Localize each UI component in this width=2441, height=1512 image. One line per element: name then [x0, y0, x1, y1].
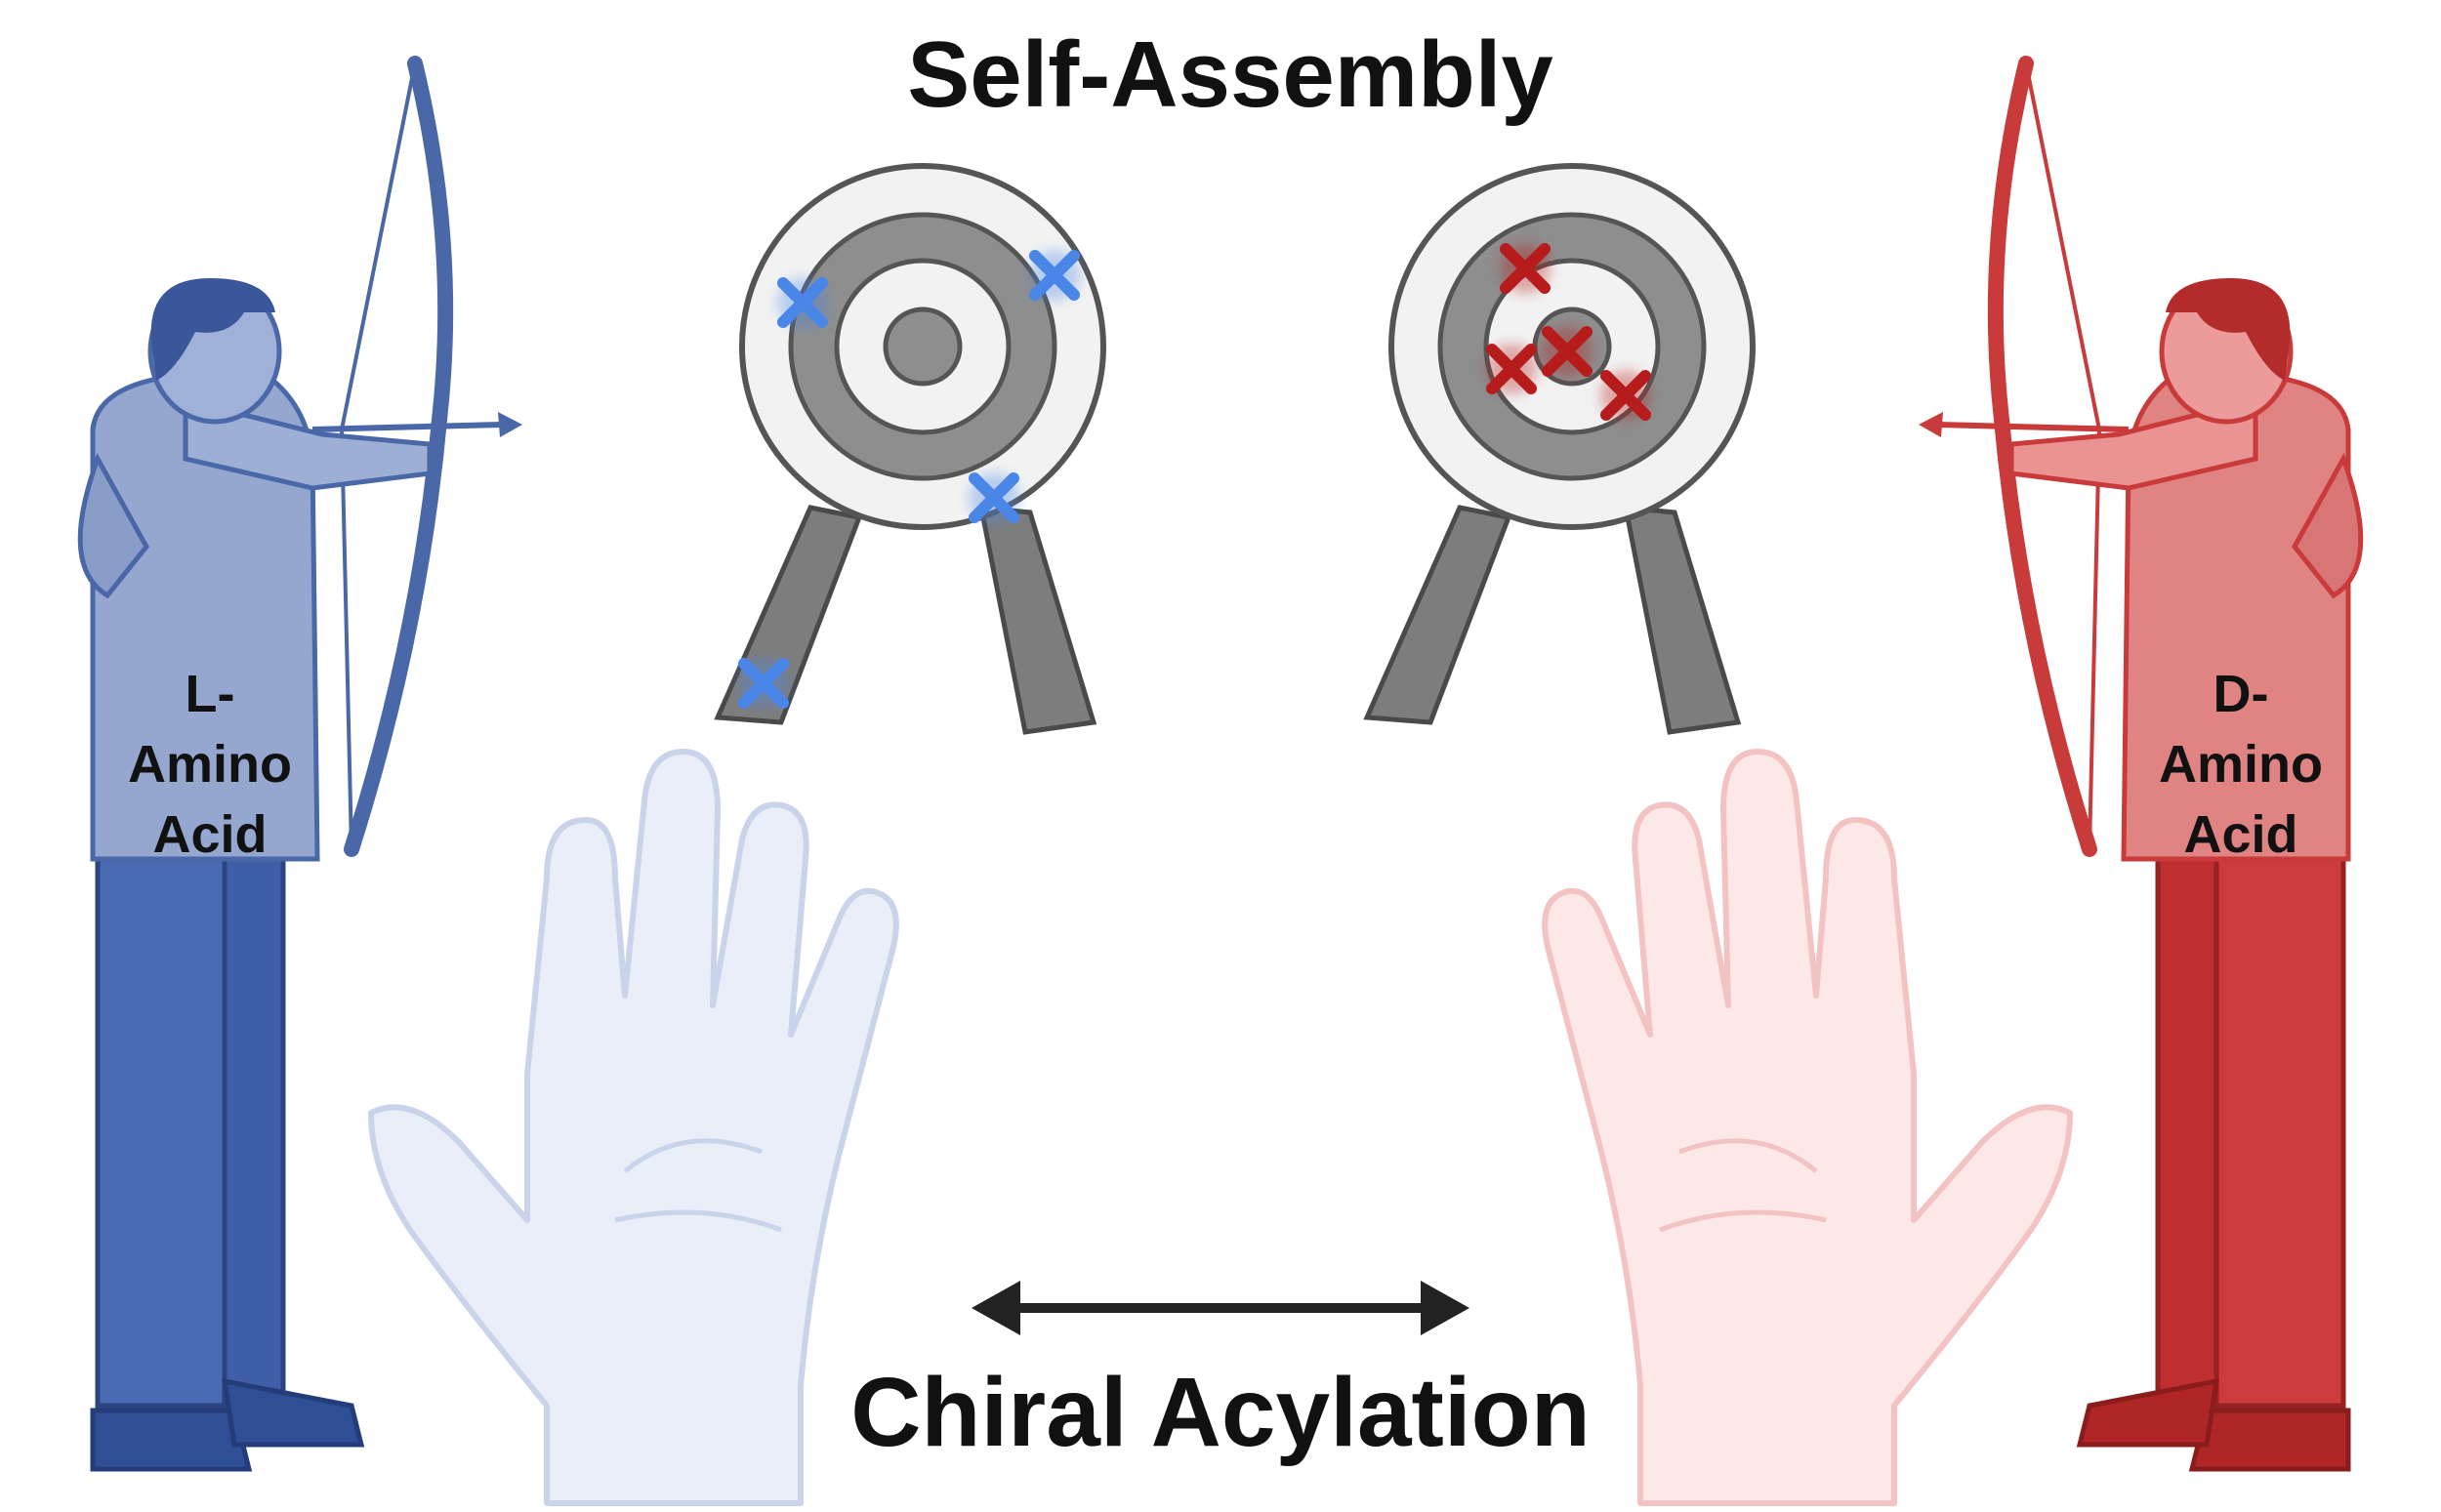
left-shoe-front — [90, 1408, 253, 1472]
left-arm-back — [77, 452, 149, 599]
right-target-leg-right — [1622, 505, 1742, 735]
right-hit-mark-icon — [1486, 344, 1537, 394]
right-leg-front — [2213, 856, 2346, 1409]
left-bow-icon — [344, 56, 454, 857]
left-archer-figure — [77, 56, 522, 1472]
self-assembly-title: Self-Assembly — [907, 22, 1553, 127]
hit-marks — [738, 243, 1651, 709]
l-amino-acid-line-1: L- — [185, 665, 235, 723]
right-arrow-shaft — [1937, 422, 2130, 432]
right-arrowhead-icon — [1919, 412, 1943, 437]
right-shoe-back — [2076, 1377, 2220, 1448]
left-leg-front — [95, 856, 228, 1409]
l-amino-acid-label: L- Amino Acid — [103, 659, 317, 870]
l-amino-acid-line-3: Acid — [152, 805, 268, 864]
right-arm-back — [2292, 452, 2364, 599]
right-archer-figure — [1919, 56, 2364, 1472]
left-target-leg-right — [977, 505, 1097, 735]
left-arm-extended — [183, 396, 433, 491]
right-hit-mark-icon — [1500, 243, 1551, 294]
double-arrow-icon — [972, 1281, 1469, 1335]
left-hair — [150, 278, 275, 381]
right-hit-mark-icon — [1542, 326, 1593, 377]
d-amino-acid-line-2: Amino — [2159, 735, 2323, 794]
left-shoe-back — [221, 1377, 365, 1448]
left-target-icon — [714, 163, 1106, 735]
left-hit-mark-icon — [969, 472, 1019, 523]
d-amino-acid-line-3: Acid — [2183, 805, 2298, 864]
chiral-acylation-title: Chiral Acylation — [850, 1358, 1591, 1467]
left-hit-mark-icon — [738, 658, 789, 709]
right-hit-mark-icon — [1600, 370, 1651, 421]
d-amino-acid-label: D- Amino Acid — [2133, 659, 2348, 870]
right-target-icon — [1363, 163, 1756, 735]
d-amino-acid-line-1: D- — [2213, 665, 2269, 723]
left-target-leg-left — [714, 505, 863, 725]
l-amino-acid-line-2: Amino — [128, 735, 292, 794]
left-arrowhead-icon — [498, 412, 522, 437]
left-arrow-shaft — [311, 422, 504, 432]
right-hair — [2166, 278, 2291, 381]
left-hit-mark-icon — [777, 277, 828, 328]
right-arm-extended — [2008, 396, 2258, 491]
right-target-leg-left — [1363, 505, 1512, 725]
right-hand-icon — [1542, 749, 2073, 1506]
left-hand-icon — [368, 749, 899, 1506]
left-hit-mark-icon — [1029, 250, 1080, 301]
right-shoe-front — [2188, 1408, 2351, 1472]
left-target-bullseye — [883, 306, 963, 387]
right-bow-icon — [1987, 56, 2097, 857]
